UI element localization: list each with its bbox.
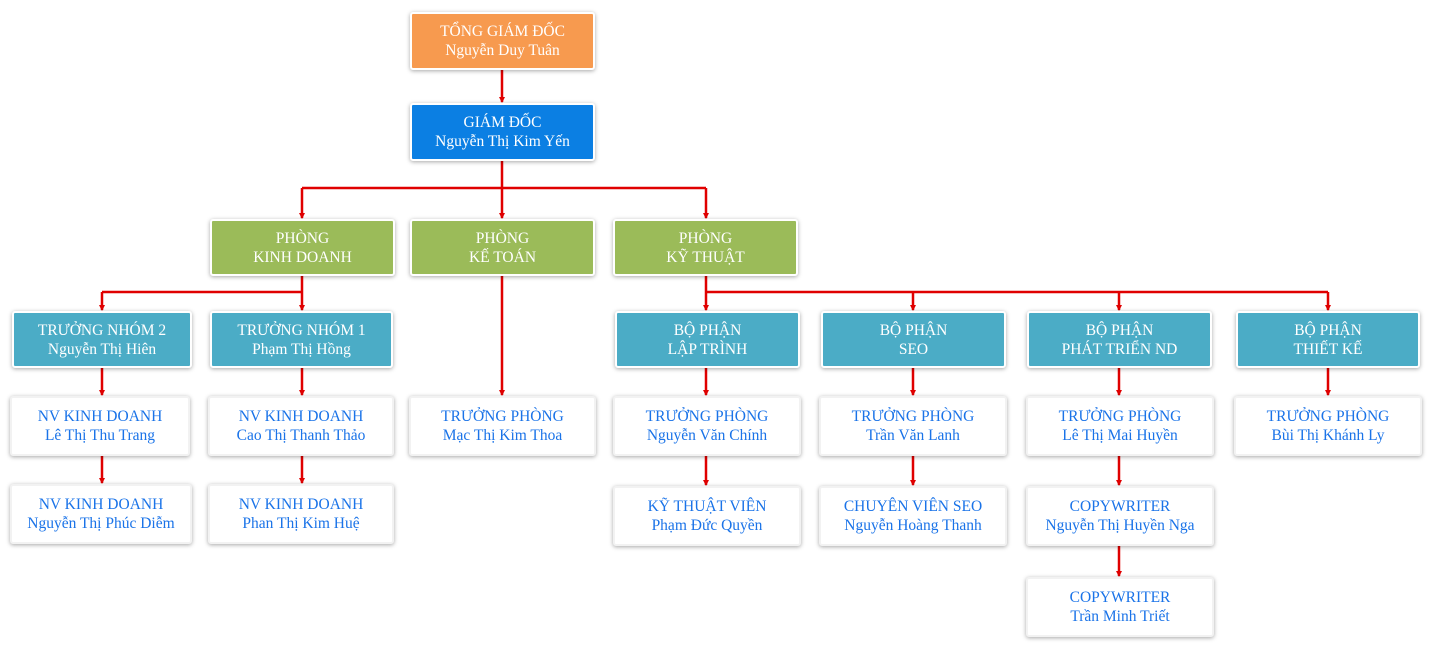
sales-staff-cao-thị-thanh-thảo: NV KINH DOANH Cao Thị Thanh Thảo [208,396,394,456]
copywriter-1: COPYWRITER Nguyễn Thị Huyền Nga [1026,486,1214,546]
staff-name: Nguyễn Thị Phúc Diễm [27,515,175,532]
staff-name: Bùi Thị Khánh Ly [1271,427,1385,444]
unit-content: BỘ PHẬN PHÁT TRIỂN ND [1027,311,1212,368]
department-accounting-line2: KẾ TOÁN [468,248,537,266]
staff-title: TRƯỞNG PHÒNG [1058,408,1182,425]
unit-seo-line2: SEO [898,340,929,358]
department-accounting: PHÒNG KẾ TOÁN [410,219,595,276]
unit-programming: BỘ PHẬN LẬP TRÌNH [615,311,800,368]
staff-title: COPYWRITER [1069,589,1171,606]
department-technical-line1: PHÒNG [678,229,733,247]
accounting-head: TRƯỞNG PHÒNG Mạc Thị Kim Thoa [409,396,596,456]
department-sales-line2: KINH DOANH [253,248,352,266]
staff-name: Lê Thị Mai Huyền [1062,427,1178,444]
unit-content-line2: PHÁT TRIỂN ND [1061,340,1178,358]
staff-title: NV KINH DOANH [238,408,364,425]
staff-name: Lê Thị Thu Trang [44,427,156,444]
staff-title: TRƯỞNG PHÒNG [1266,408,1390,425]
sales-staff-nguyễn-thị-phúc-diễm: NV KINH DOANH Nguyễn Thị Phúc Diễm [10,484,192,544]
design-head: TRƯỞNG PHÒNG Bùi Thị Khánh Ly [1234,396,1422,456]
staff-name: Phạm Đức Quyền [651,517,763,534]
copywriter-2: COPYWRITER Trần Minh Triết [1026,577,1214,637]
ceo-name: Nguyễn Duy Tuân [445,42,560,59]
staff-title: TRƯỞNG PHÒNG [441,408,564,425]
team-leader-2-title: TRƯỞNG NHÓM 2 [37,321,167,339]
staff-name: Trần Minh Triết [1070,608,1170,625]
staff-title: COPYWRITER [1069,498,1171,515]
staff-title: CHUYÊN VIÊN SEO [843,498,983,515]
department-sales: PHÒNG KINH DOANH [210,219,395,276]
staff-name: Cao Thị Thanh Thảo [236,427,366,444]
staff-title: KỸ THUẬT VIÊN [647,498,767,515]
connector-sales-bus [102,276,304,294]
ceo-box: TỔNG GIÁM ĐỐC Nguyễn Duy Tuân [410,12,595,70]
seo-specialist: CHUYÊN VIÊN SEO Nguyễn Hoàng Thanh [819,486,1007,546]
team-leader-1-name: Phạm Thị Hồng [252,340,351,358]
staff-name: Mạc Thị Kim Thoa [442,427,563,444]
staff-name: Nguyễn Văn Chính [646,427,768,444]
staff-title: TRƯỞNG PHÒNG [645,408,769,425]
connector-director-bus [302,161,706,190]
unit-design-line2: THIẾT KẾ [1293,340,1363,358]
seo-head: TRƯỞNG PHÒNG Trần Văn Lanh [819,396,1007,456]
staff-title: NV KINH DOANH [238,496,364,513]
programming-technician: KỸ THUẬT VIÊN Phạm Đức Quyền [613,486,801,546]
content-head: TRƯỞNG PHÒNG Lê Thị Mai Huyền [1026,396,1214,456]
ceo-title: TỔNG GIÁM ĐỐC [440,23,565,40]
unit-seo: BỘ PHẬN SEO [821,311,1006,368]
team-leader-2: TRƯỞNG NHÓM 2 Nguyễn Thị Hiên [12,311,192,368]
sales-staff-lê-thị-thu-trang: NV KINH DOANH Lê Thị Thu Trang [10,396,190,456]
staff-name: Trần Văn Lanh [866,427,960,444]
department-accounting-line1: PHÒNG [475,229,530,247]
connector-technical-bus [704,276,1328,294]
unit-design-line1: BỘ PHẬN [1294,321,1362,339]
department-sales-line1: PHÒNG [275,229,330,247]
staff-title: NV KINH DOANH [38,496,164,513]
director-box: GIÁM ĐỐC Nguyễn Thị Kim Yến [410,103,595,161]
staff-name: Nguyễn Thị Huyền Nga [1045,517,1195,534]
sales-staff-phan-thị-kim-huệ: NV KINH DOANH Phan Thị Kim Huệ [208,484,394,544]
unit-programming-line1: BỘ PHẬN [673,321,742,339]
team-leader-2-name: Nguyễn Thị Hiên [47,340,157,358]
director-name: Nguyễn Thị Kim Yến [435,133,570,150]
team-leader-1-title: TRƯỞNG NHÓM 1 [237,321,366,339]
unit-seo-line1: BỘ PHẬN [879,321,948,339]
staff-name: Nguyễn Hoàng Thanh [844,517,982,534]
staff-name: Phan Thị Kim Huệ [242,515,360,532]
unit-design: BỘ PHẬN THIẾT KẾ [1236,311,1420,368]
department-technical-line2: KỸ THUẬT [666,248,745,266]
unit-content-line1: BỘ PHẬN [1085,321,1154,339]
staff-title: TRƯỞNG PHÒNG [851,408,975,425]
staff-title: NV KINH DOANH [37,408,163,425]
team-leader-1: TRƯỞNG NHÓM 1 Phạm Thị Hồng [210,311,393,368]
unit-programming-line2: LẬP TRÌNH [667,340,748,358]
department-technical: PHÒNG KỸ THUẬT [613,219,798,276]
programming-head: TRƯỞNG PHÒNG Nguyễn Văn Chính [613,396,801,456]
director-title: GIÁM ĐỐC [463,114,542,131]
